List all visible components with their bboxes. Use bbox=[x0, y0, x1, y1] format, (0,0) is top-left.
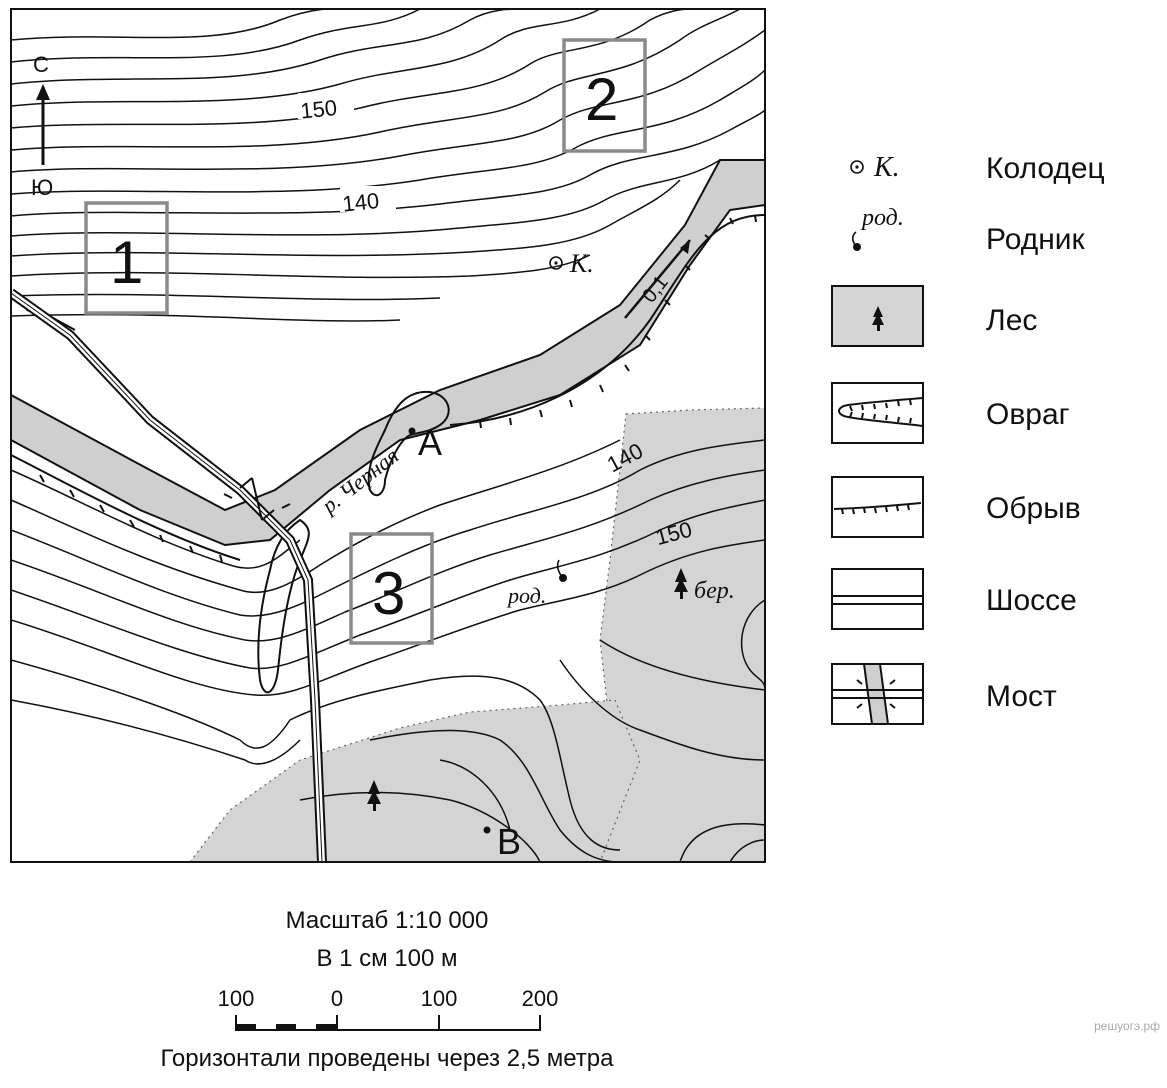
legend-label: Овраг bbox=[986, 398, 1070, 431]
river-chernaya bbox=[11, 159, 765, 547]
point-a-marker bbox=[408, 427, 416, 435]
highway bbox=[11, 288, 327, 862]
river-flow-arrow: 0,1 bbox=[624, 239, 691, 319]
cliff-ticks bbox=[26, 214, 757, 563]
contour-interval-note: Горизонтали проведены через 2,5 метра bbox=[161, 1045, 615, 1072]
scale-tick-label: 100 bbox=[421, 986, 458, 1011]
svg-text:К.: К. bbox=[873, 152, 900, 183]
square-3: 3 bbox=[349, 532, 434, 645]
spring-icon bbox=[556, 559, 567, 582]
legend-item-spring: род. Родник bbox=[851, 205, 1086, 256]
contour-label-140-top: 140 bbox=[340, 186, 396, 217]
legend: К. Колодец род. Родник Лес Овраг bbox=[831, 152, 1105, 725]
tree-icon bbox=[674, 568, 688, 599]
point-b-label: В bbox=[497, 821, 521, 862]
forest-area-bottom bbox=[189, 699, 641, 862]
well-label: К. bbox=[569, 249, 594, 278]
scale-tick-label: 0 bbox=[331, 986, 343, 1011]
spring-icon bbox=[851, 231, 861, 251]
point-b-marker bbox=[483, 826, 491, 834]
legend-item-ravine: Овраг bbox=[831, 382, 1070, 444]
spring-label: род. bbox=[506, 583, 546, 608]
contour-lines-north bbox=[11, 9, 765, 322]
legend-label: Шоссе bbox=[986, 584, 1077, 617]
svg-text:150: 150 bbox=[299, 95, 338, 124]
scale-block: Масштаб 1:10 000 В 1 см 100 м 100 0 100 … bbox=[161, 907, 615, 1072]
tree-icon bbox=[367, 780, 381, 811]
legend-label: Родник bbox=[986, 223, 1086, 256]
ravine-south bbox=[257, 518, 310, 694]
forest-label: бер. bbox=[694, 578, 735, 604]
scale-tick-label: 100 bbox=[218, 986, 255, 1011]
map-frame bbox=[10, 8, 766, 863]
legend-label: Мост bbox=[986, 680, 1057, 713]
square-2: 2 bbox=[562, 38, 647, 153]
scale-subtitle: В 1 см 100 м bbox=[316, 945, 457, 972]
svg-text:140: 140 bbox=[341, 188, 380, 217]
svg-text:2: 2 bbox=[585, 66, 618, 133]
contour-lines-south bbox=[11, 439, 765, 862]
well-icon bbox=[549, 256, 563, 270]
ravine-icon bbox=[831, 382, 924, 444]
square-1: 1 bbox=[84, 201, 169, 315]
scale-tick-label: 200 bbox=[522, 986, 559, 1011]
legend-item-well: К. Колодец bbox=[850, 152, 1105, 185]
point-a-label: А bbox=[418, 422, 442, 463]
bridge bbox=[223, 477, 291, 521]
map-area: К. род. бер. 150 140 140 150 bbox=[11, 9, 765, 862]
svg-text:род.: род. bbox=[860, 205, 904, 231]
contour-label-150-top: 150 bbox=[298, 93, 354, 124]
scale-bar bbox=[235, 1015, 541, 1031]
legend-label: Лес bbox=[986, 304, 1037, 337]
well-icon bbox=[850, 160, 864, 174]
legend-item-bridge: Мост bbox=[831, 663, 1057, 725]
compass-north: С bbox=[33, 52, 49, 77]
svg-text:3: 3 bbox=[372, 560, 405, 627]
legend-item-cliff: Обрыв bbox=[831, 476, 1081, 538]
scale-title: Масштаб 1:10 000 bbox=[286, 907, 489, 934]
watermark: решуогэ.рф bbox=[1094, 1019, 1160, 1033]
highway-icon bbox=[831, 568, 924, 630]
legend-label: Обрыв bbox=[986, 492, 1081, 525]
north-arrow bbox=[36, 84, 50, 165]
svg-text:1: 1 bbox=[110, 229, 143, 296]
legend-label: Колодец bbox=[986, 152, 1105, 185]
legend-item-forest: Лес bbox=[831, 285, 1037, 347]
ravine-a bbox=[367, 390, 450, 497]
legend-item-highway: Шоссе bbox=[831, 568, 1077, 630]
compass-south: Ю bbox=[31, 175, 53, 200]
